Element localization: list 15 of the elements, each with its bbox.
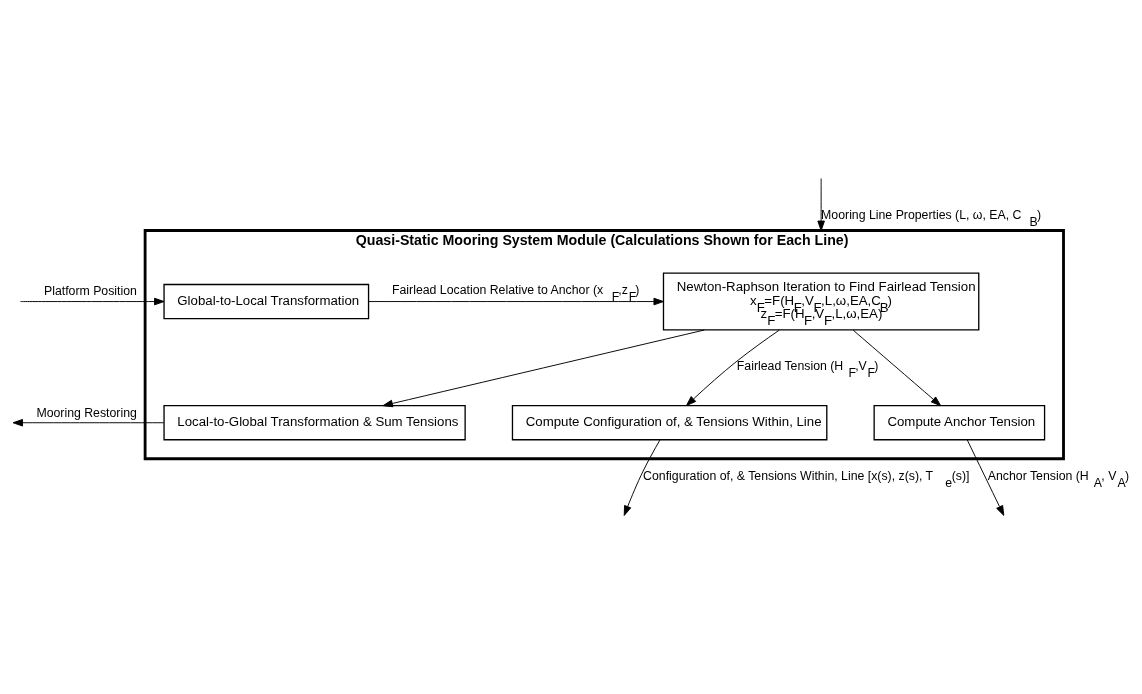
- arrow: [686, 329, 780, 406]
- edge-label: Platform Position: [43, 284, 137, 299]
- arrow: [12, 418, 165, 427]
- arrow: [966, 439, 1005, 516]
- node-box: Compute Configuration of, & Tensions Within, Line: [511, 405, 828, 441]
- arrow: [368, 297, 664, 306]
- arrow: [623, 439, 661, 516]
- arrow: [852, 329, 942, 407]
- edge-label: Mooring Restoring: [36, 405, 137, 420]
- arrow: [817, 178, 825, 231]
- node-box: Local-to-Global Transformation & Sum Tensions: [163, 405, 466, 441]
- node-box: Global-to-Local Transformation: [163, 283, 370, 320]
- node-box: Compute Anchor Tension: [873, 405, 1046, 441]
- arrow: [382, 329, 705, 408]
- arrow: [20, 297, 165, 306]
